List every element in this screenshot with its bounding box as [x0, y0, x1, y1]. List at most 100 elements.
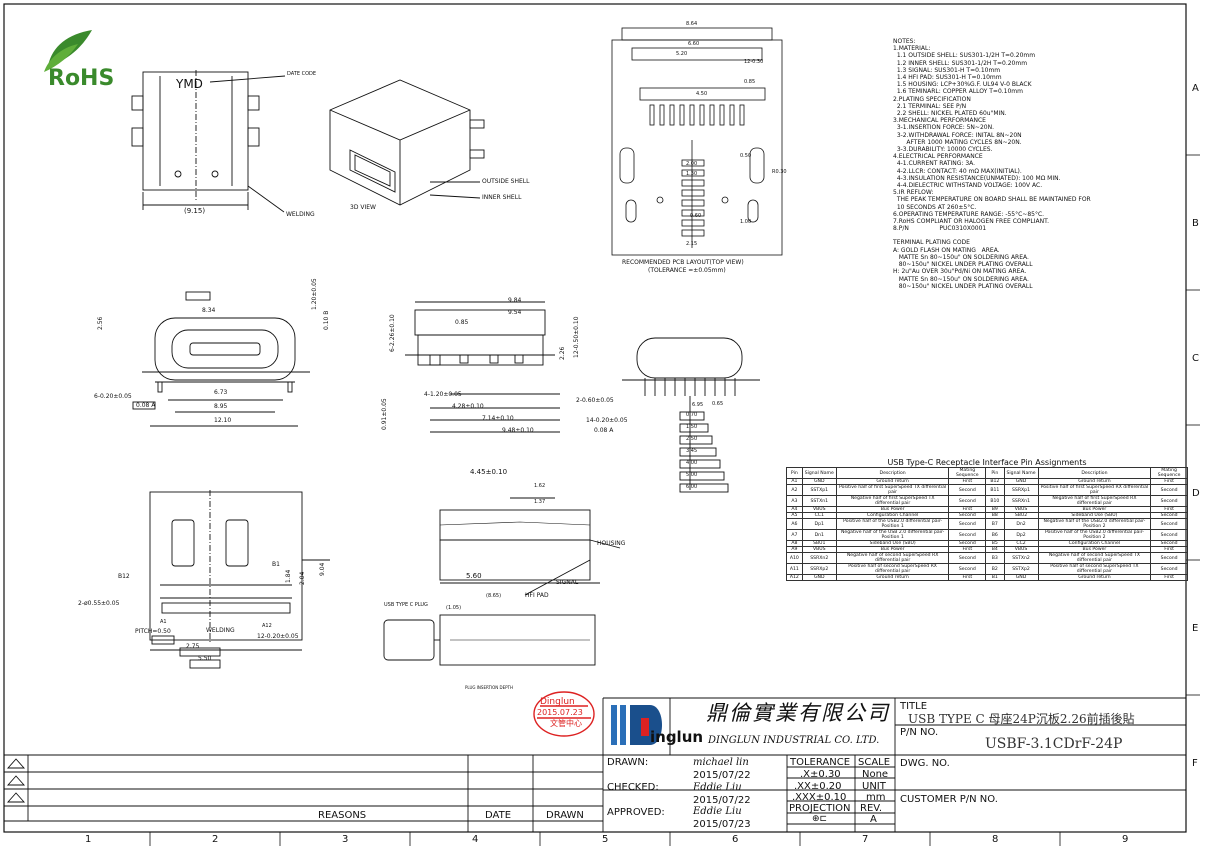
- zone-row-d: D: [1192, 488, 1200, 499]
- dinglun-stamp: [533, 691, 595, 737]
- pin-table-cell: B7: [985, 518, 1005, 530]
- reasons-label: REASONS: [318, 810, 367, 821]
- pin-table-cell: Negative half of first SuperSpeed TX dif…: [835, 495, 950, 507]
- top-width-dim: (9.15): [184, 207, 206, 215]
- note-line: AFTER 1000 MATING CYCLES 8N~20N.: [893, 138, 1022, 146]
- tail-pins: [644, 378, 736, 396]
- note-line: 5.IR REFLOW:: [893, 189, 934, 197]
- pin-table-cell: B11: [985, 484, 1005, 496]
- bottom-dim-4: 9.04: [319, 562, 326, 576]
- note-line: 8.P/N PUC0310X0001: [893, 225, 987, 233]
- date-label: DATE: [485, 810, 512, 821]
- side-dim-0: 9.84: [508, 297, 522, 304]
- tail-dim-6: 3.45: [686, 448, 698, 454]
- side-dim-3: 4-1.20±0.05: [424, 391, 462, 398]
- tail-dim-1: 14-0.20±0.05: [586, 417, 628, 424]
- pin-table-cell: SSTXp2: [1003, 563, 1039, 575]
- pin-table-cell: Positive half of the USB2.0 differential…: [1037, 529, 1152, 541]
- drawn-column-label: DRAWN: [546, 810, 584, 821]
- note-line: 1.2 INNER SHELL: SUS301-1/2H T=0.20mm: [893, 59, 1028, 67]
- projection-symbol-icon: ⊕⊏: [812, 814, 828, 824]
- top-view-drawing: [131, 70, 286, 213]
- bottom-dim-3: 2.04: [299, 571, 306, 585]
- stamp-date: 2015.07.23: [537, 708, 583, 717]
- checked-date: 2015/07/22: [693, 795, 751, 806]
- pcb-dim-9: 0.60: [690, 213, 702, 219]
- note-line: MATTE Sn 80~150u" ON SOLDERING AREA.: [893, 253, 1029, 261]
- zone-col-1: 1: [85, 834, 92, 845]
- pcb-dim-7: 12-0.30: [744, 59, 764, 65]
- pin-table-cell: Second: [1150, 518, 1188, 530]
- pin-table-cell: Positive half of the USB2.0 differential…: [835, 518, 950, 530]
- tail-dim-3: 0.70: [686, 412, 698, 418]
- approved-date: 2015/07/23: [693, 819, 751, 830]
- front-dim-2: 8.95: [214, 403, 228, 410]
- note-line: TERMINAL PLATING CODE: [893, 239, 970, 247]
- pin-table-cell: Second: [948, 484, 987, 496]
- title-value: USB TYPE C 母座24P沉板2.26前插後貼: [908, 712, 1135, 726]
- side-dim-9: 12-0.50±0.10: [573, 316, 580, 358]
- section-dim-2: 1.37: [534, 499, 546, 505]
- pin-table-cell: SSTXn2: [1003, 552, 1039, 564]
- tail-dim-11: 0.65: [712, 401, 724, 407]
- pin-table-cell: Dn1: [801, 529, 837, 541]
- pin-table-cell: A11: [786, 563, 803, 575]
- pin-table-cell: Second: [1150, 484, 1188, 496]
- note-line: 1.1 OUTSIDE SHELL: SUS301-1/2H T=0.20mm: [893, 52, 1036, 60]
- pin-table-cell: A10: [786, 552, 803, 564]
- tail-dim-9: 6.00: [686, 484, 698, 490]
- pcb-dim-stack: [681, 159, 705, 237]
- stamp-dept: 文管中心: [550, 719, 582, 728]
- tail-dim-0: 2-0.60±0.05: [576, 397, 614, 404]
- note-line: 10 SECONDS AT 260±5°C.: [893, 203, 977, 211]
- note-line: 4.ELECTRICAL PERFORMANCE: [893, 153, 983, 161]
- pin-table-cell: SSTXp1: [801, 484, 837, 496]
- header-cell: Pin: [786, 467, 803, 479]
- header-cell: Description: [1037, 467, 1152, 479]
- checked-label: CHECKED:: [607, 782, 659, 793]
- hfi-pad-label: HFI PAD: [525, 592, 549, 599]
- pin-table-cell: A7: [786, 529, 803, 541]
- side-view-drawing: [405, 301, 560, 433]
- note-line: 1.5 HOUSING: LCP+30%G.F. UL94 V-0 BLACK: [893, 81, 1032, 89]
- zone-col-8: 8: [992, 834, 999, 845]
- side-dim-2: 0.85: [455, 319, 469, 326]
- pin-table-cell: Negative half of the USB2.0 differential…: [1037, 518, 1152, 530]
- usb-plug-label: USB TYPE C PLUG: [384, 602, 428, 608]
- pin-table-cell: A2: [786, 484, 803, 496]
- tolerance-label: TOLERANCE: [790, 757, 851, 768]
- note-line: 3-2.WITHDRAWAL FORCE: INITAL 8N~20N: [893, 131, 1022, 139]
- projection-label: PROJECTION: [789, 803, 851, 814]
- pin-table-header: Pin Signal Name Description Mating Seque…: [786, 467, 1188, 479]
- company-cn-name: 鼎倫實業有限公司: [706, 701, 890, 725]
- zone-col-5: 5: [602, 834, 609, 845]
- pin-table-cell: B1: [985, 574, 1005, 581]
- zone-row-b: B: [1192, 218, 1199, 229]
- zone-col-7: 7: [862, 834, 869, 845]
- pin-table-cell: Second: [1150, 495, 1188, 507]
- note-line: 6.OPERATING TEMPERATURE RANGE: -55°C~85°…: [893, 210, 1045, 218]
- pin-table-cell: Second: [1150, 563, 1188, 575]
- front-dim-0: 8.34: [202, 307, 216, 314]
- dwg-label: DWG. NO.: [900, 758, 950, 769]
- customer-pn-label: CUSTOMER P/N NO.: [900, 794, 998, 805]
- note-line: 7.RoHS COMPLIANT OR HALOGEN FREE COMPLIA…: [893, 218, 1049, 226]
- note-line: 2.2 SHELL: NICKEL PLATED 60u"MIN.: [893, 110, 1007, 118]
- pcb-dim-0: 8.64: [686, 21, 698, 27]
- pin-table-cell: Second: [948, 495, 987, 507]
- drawing-notes: NOTES: 1.MATERIAL: 1.1 OUTSIDE SHELL: SU…: [893, 38, 1091, 290]
- pin-table-cell: Negative half of second SuperSpeed RX di…: [835, 552, 950, 564]
- side-dim-1: 9.54: [508, 309, 522, 316]
- zone-col-6: 6: [732, 834, 739, 845]
- front-dim-1: 6.73: [214, 389, 228, 396]
- pcb-pads: [649, 104, 745, 126]
- pin-table-cell: First: [1150, 574, 1188, 581]
- dinglun-logo-icon: [611, 705, 662, 745]
- unit-label: UNIT: [862, 781, 886, 792]
- tail-dim-10: 6.95: [692, 402, 704, 408]
- scale-value: None: [862, 769, 889, 780]
- note-line: THE PEAK TEMPERATURE ON BOARD SHALL BE M…: [893, 196, 1091, 204]
